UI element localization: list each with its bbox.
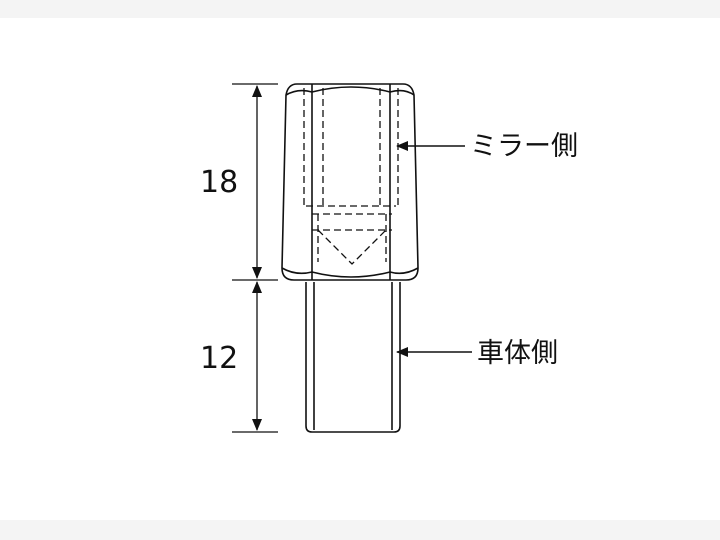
dimension-label-upper: 18 <box>200 165 238 200</box>
hidden-internal-thread <box>303 88 399 265</box>
callout-vehicle-side: 車体側 <box>477 338 558 369</box>
bottom-band <box>0 520 720 540</box>
extension-lines <box>232 83 278 433</box>
top-band <box>0 0 720 18</box>
hex-nut <box>281 83 419 281</box>
dimension-label-lower: 12 <box>200 341 238 376</box>
threaded-stud <box>305 282 401 433</box>
callout-mirror-side: ミラー側 <box>470 131 578 162</box>
